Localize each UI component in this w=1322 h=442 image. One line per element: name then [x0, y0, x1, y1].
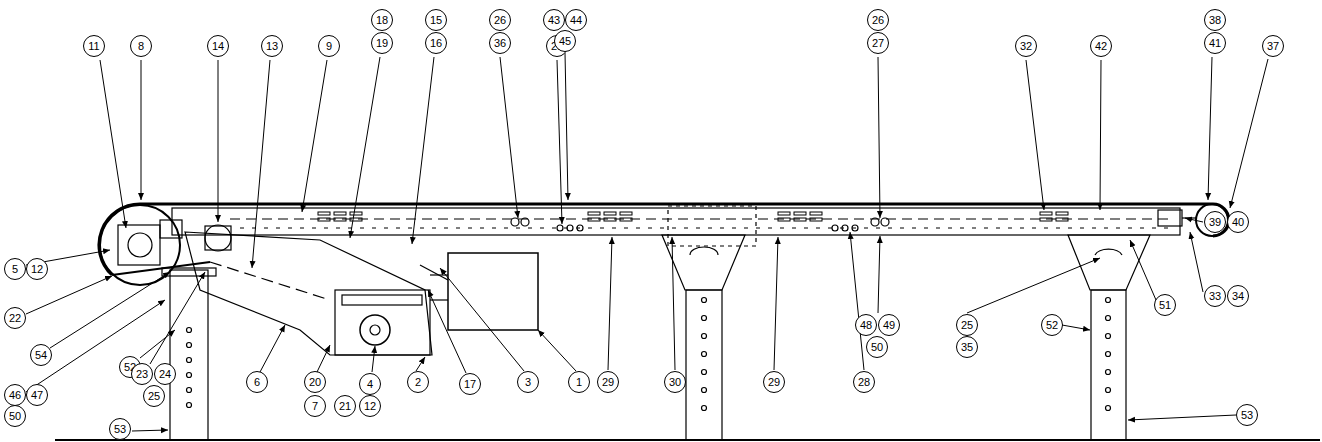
callout-number: 24 [154, 363, 176, 385]
callout-number: 26 [867, 9, 889, 31]
callout-number: 19 [371, 32, 393, 54]
callout-number: 35 [956, 336, 978, 358]
callout-number: 50 [866, 336, 888, 358]
callout-number: 20 [304, 371, 326, 393]
callout-number: 39 [1204, 211, 1226, 233]
callout-number: 7 [304, 395, 326, 417]
callout-number: 6 [246, 371, 268, 393]
callout-number: 40 [1227, 211, 1249, 233]
callout-number: 50 [4, 405, 26, 427]
callout-number: 41 [1204, 32, 1226, 54]
callout-number: 37 [1262, 35, 1284, 57]
callout-number: 25 [956, 314, 978, 336]
callout-number: 8 [130, 35, 152, 57]
callout-number: 17 [459, 373, 481, 395]
callout-number: 53 [109, 418, 131, 440]
callout-number: 27 [867, 32, 889, 54]
callout-number: 33 [1204, 285, 1226, 307]
callout-number: 23 [131, 363, 153, 385]
callout-number: 18 [371, 9, 393, 31]
callout-number: 1 [568, 371, 590, 393]
callout-number: 21 [334, 395, 356, 417]
callout-number: 53 [1236, 404, 1258, 426]
callout-number: 46 [4, 384, 26, 406]
callout-number: 11 [83, 35, 105, 57]
callout-number: 26 [489, 9, 511, 31]
callout-number: 16 [425, 32, 447, 54]
callout-number: 43 [543, 9, 565, 31]
callout-number: 34 [1227, 285, 1249, 307]
callout-number: 51 [1154, 294, 1176, 316]
callout-number: 13 [261, 35, 283, 57]
callout-number: 22 [4, 307, 26, 329]
callout-number: 28 [853, 371, 875, 393]
callout-number: 5 [4, 258, 26, 280]
callout-number: 48 [855, 314, 877, 336]
callout-number: 32 [1015, 35, 1037, 57]
callout-number: 14 [207, 35, 229, 57]
callout-number: 9 [318, 35, 340, 57]
callout-number: 36 [489, 32, 511, 54]
callout-number: 45 [554, 30, 576, 52]
callout-number: 30 [664, 371, 686, 393]
callout-number: 2 [407, 371, 429, 393]
callout-number: 42 [1090, 35, 1112, 57]
callout-number: 12 [26, 258, 48, 280]
callout-number: 49 [878, 314, 900, 336]
callout-number: 15 [425, 9, 447, 31]
callout-number: 12 [359, 395, 381, 417]
callout-number: 4 [359, 373, 381, 395]
callout-number: 47 [26, 384, 48, 406]
callout-number: 3 [517, 371, 539, 393]
callout-number: 29 [597, 371, 619, 393]
callout-number: 29 [763, 371, 785, 393]
callout-number: 44 [565, 9, 587, 31]
callout-number: 25 [143, 385, 165, 407]
callout-number: 54 [30, 344, 52, 366]
callout-number: 52 [1041, 314, 1063, 336]
callout-number: 38 [1204, 9, 1226, 31]
